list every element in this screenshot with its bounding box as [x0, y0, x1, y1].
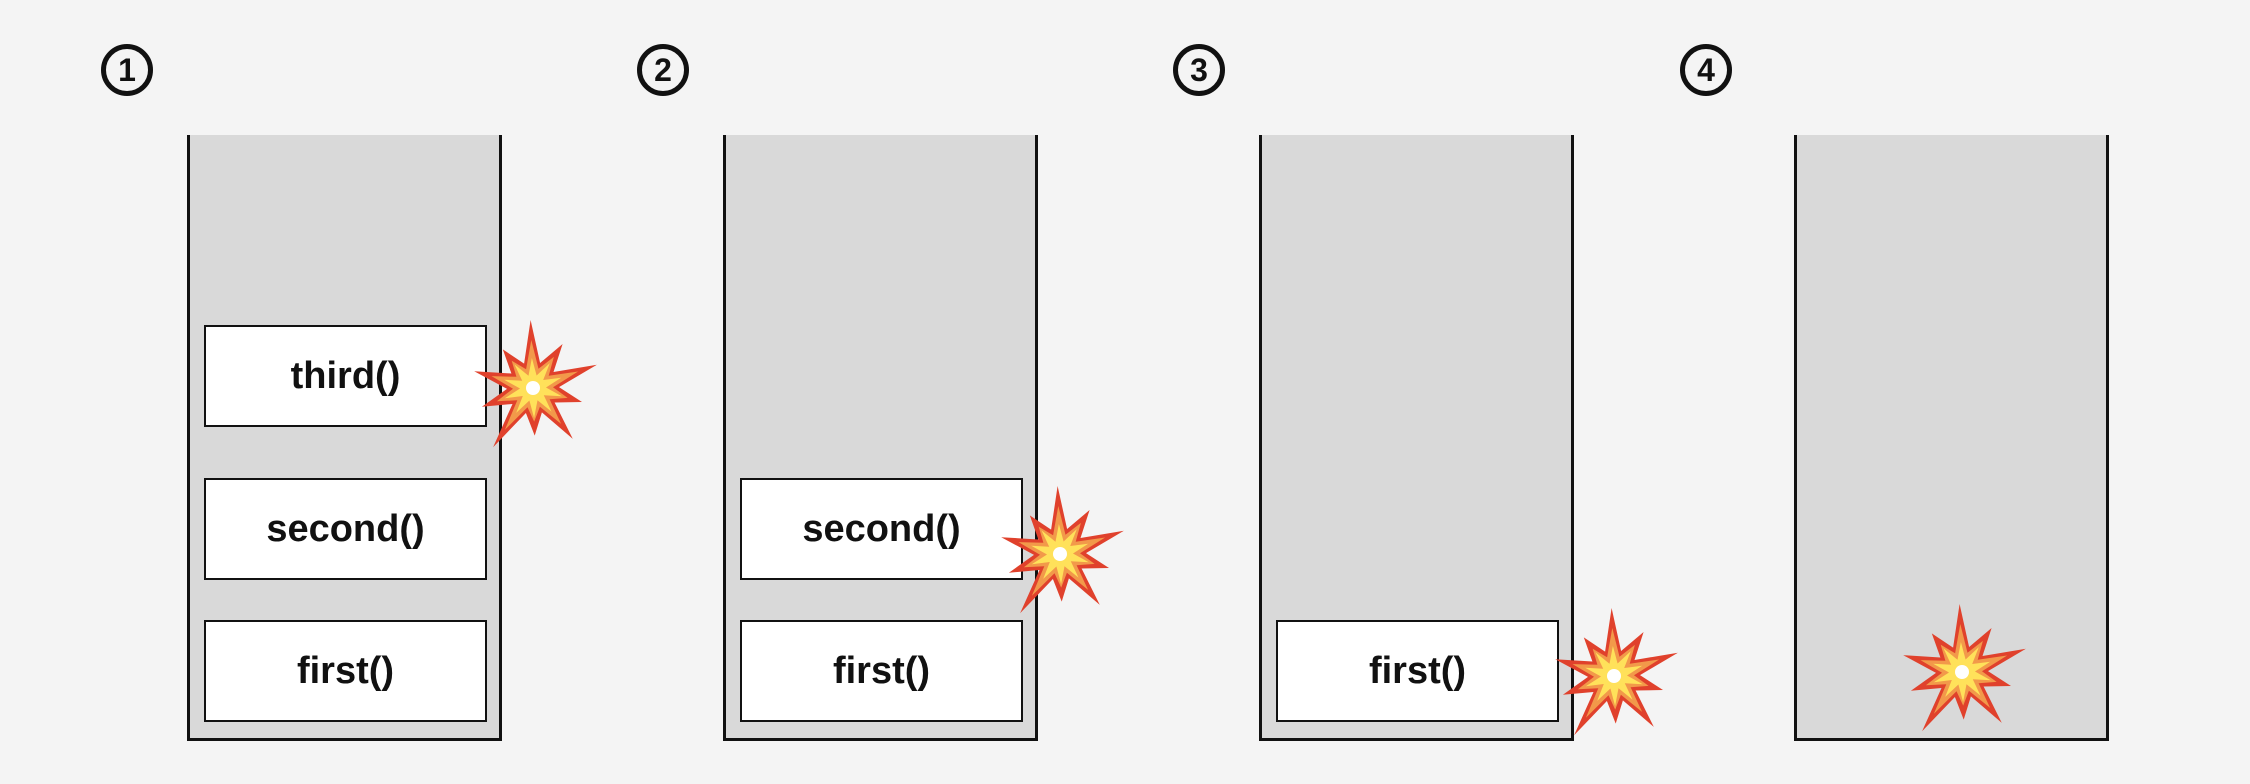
call-stack-empty	[1794, 135, 2109, 741]
stack-frame-first: first()	[1276, 620, 1559, 722]
panel-step-3: 3 first()	[1072, 0, 1678, 784]
step-number-2: 2	[637, 44, 689, 96]
stack-frame-second: second()	[204, 478, 487, 580]
step-number-4: 4	[1680, 44, 1732, 96]
stack-frame-first: first()	[740, 620, 1023, 722]
call-stack: third() second() first()	[187, 135, 502, 741]
panel-step-2: 2 second() first()	[536, 0, 1124, 784]
panel-step-4: 4	[1608, 0, 2144, 784]
collision-explosion-icon	[1001, 486, 1124, 614]
step-number-3: 3	[1173, 44, 1225, 96]
collision-explosion-icon	[1555, 608, 1678, 736]
panel-step-1: 1 third() second() first()	[0, 0, 597, 784]
collision-explosion-icon	[474, 320, 597, 448]
stack-frame-first: first()	[204, 620, 487, 722]
call-stack: second() first()	[723, 135, 1038, 741]
collision-explosion-icon	[1903, 604, 2026, 732]
stack-frame-second: second()	[740, 478, 1023, 580]
step-number-1: 1	[101, 44, 153, 96]
call-stack: first()	[1259, 135, 1574, 741]
stack-frame-third: third()	[204, 325, 487, 427]
